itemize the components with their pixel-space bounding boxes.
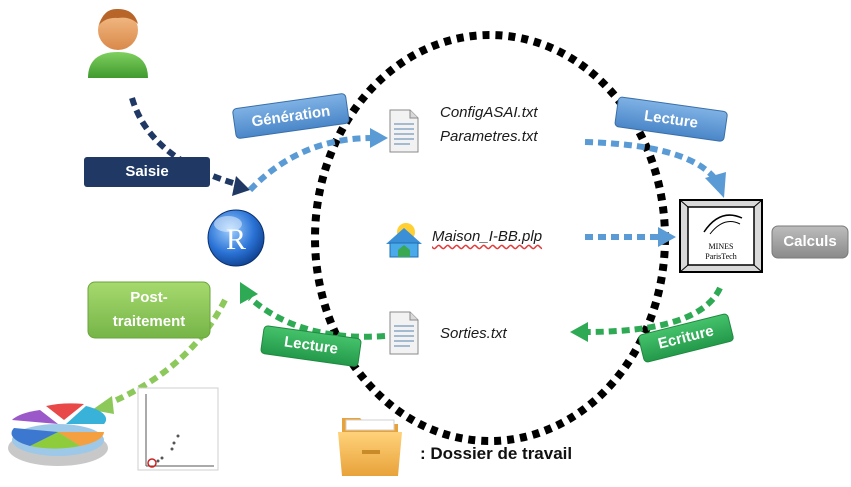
sorties-file-icon — [389, 311, 419, 355]
mines-paristech-icon: MINES ParisTech — [679, 199, 763, 273]
svg-text:MINES: MINES — [709, 242, 734, 251]
lecture-top-label-box — [614, 96, 728, 142]
config-file-icon — [389, 109, 419, 153]
config-filename: ConfigASAI.txt — [440, 104, 538, 121]
saisie-arrow — [129, 97, 241, 188]
post-traitement-arrowhead — [92, 396, 114, 414]
svg-text:ParisTech: ParisTech — [705, 252, 736, 261]
calculs-label-box — [771, 225, 849, 259]
post-traitement-arrow — [103, 298, 228, 408]
generation-arrowhead — [370, 128, 388, 148]
generation-arrow — [247, 135, 373, 193]
ecriture-arrow — [584, 286, 723, 335]
working-folder-legend: : Dossier de travail — [420, 444, 573, 463]
lecture-bottom-arrowhead — [240, 282, 258, 304]
post-traitement-label-box — [87, 281, 211, 339]
scatter-plot-icon — [137, 387, 219, 471]
user-icon — [88, 8, 148, 78]
lecture-bottom-label-box — [260, 325, 362, 367]
post-traitement-label-line1: Post- — [130, 289, 168, 306]
sorties-filename: Sorties.txt — [440, 325, 507, 342]
maison-arrowhead — [658, 227, 676, 247]
saisie-label-box — [84, 157, 210, 187]
folder-icon — [338, 418, 402, 476]
maison-filename: Maison_I-BB.plp — [432, 228, 543, 245]
ecriture-arrowhead — [570, 322, 588, 342]
generation-label-box — [232, 93, 350, 139]
house-icon — [386, 223, 422, 258]
lecture-top-arrowhead — [705, 172, 726, 198]
r-logo-icon: R — [207, 209, 265, 267]
lecture-bottom-arrow — [248, 295, 386, 340]
ecriture-label-box — [638, 313, 734, 363]
svg-text:R: R — [226, 223, 246, 256]
pie-chart-icon — [8, 403, 108, 466]
calculs-label: Calculs — [783, 233, 837, 250]
post-traitement-label-line2: traitement — [112, 313, 186, 330]
saisie-arrowhead — [232, 176, 250, 196]
parametres-filename: Parametres.txt — [440, 128, 538, 145]
saisie-label: Saisie — [125, 163, 169, 180]
